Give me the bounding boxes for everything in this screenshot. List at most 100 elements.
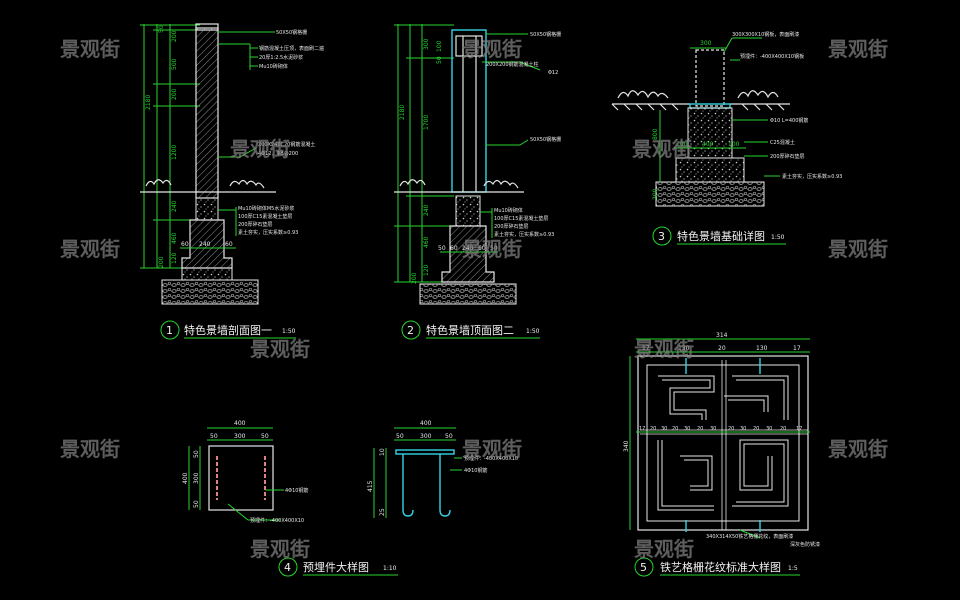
detail-2-wall-elevation: 2180 300 100 50 1700 240 460 120 200 50 …	[394, 24, 561, 340]
watermark: 景观街	[828, 437, 888, 461]
watermark: 景观街	[60, 437, 120, 461]
note-mortar: 20厚1:2.5水泥砂浆	[259, 54, 303, 61]
detail-5-scale: 1:5	[788, 565, 798, 572]
note-brick: Mu10砖砌体	[259, 63, 288, 70]
detail-3-scale: 1:50	[771, 234, 785, 241]
note3-embed: 预埋件：-400X400X10钢板	[740, 53, 804, 60]
note-brick-mortar: Mu10砖砌体M5水泥砂浆	[238, 205, 294, 212]
note2-concrete: 100厚C15素混凝土垫层	[494, 215, 548, 222]
dim-200: 200	[171, 88, 178, 100]
dim4-sec-415: 415	[367, 480, 374, 492]
dim-60-right: 60	[225, 241, 233, 248]
note-coping: 钢筋混凝土压顶，表面刷二遍	[259, 45, 324, 52]
watermark: 景观街	[828, 37, 888, 61]
detail-1-scale: 1:50	[282, 328, 296, 335]
dim5-mid-5: 20	[697, 426, 703, 432]
dim2-b60-left: 60	[450, 245, 458, 252]
watermark: 景观街	[60, 37, 120, 61]
detail-5-iron-grille-pattern: 314 17 130 20 130 17 340 17	[623, 332, 820, 577]
dim4-plan-side-50-t: 50	[193, 450, 200, 458]
dim2-50: 50	[436, 56, 443, 64]
note-soil: 素土夯实，压实系数≥0.93	[238, 229, 298, 236]
dim-1200: 1200	[171, 145, 178, 160]
dim5-mid-0: 17	[639, 426, 645, 432]
dim-240: 240	[171, 200, 178, 212]
detail-5-number: 5	[640, 561, 647, 574]
dim4-sec-50-r: 50	[445, 433, 453, 440]
watermarks: 景观街 景观街 景观街 景观街 景观街 景观街 景观街 景观街 景观街 景观街 …	[60, 37, 888, 561]
dim4-plan-side-400: 400	[182, 472, 189, 484]
dim5-mid-1: 20	[650, 426, 656, 432]
dim2-total-height: 2180	[399, 105, 406, 120]
dim-120: 120	[171, 252, 178, 264]
dim2-b240: 240	[462, 245, 474, 252]
watermark: 景观街	[462, 237, 522, 261]
note2-soil: 素土夯实，压实系数≥0.93	[494, 231, 554, 238]
watermark: 景观街	[60, 237, 120, 261]
dim2-120: 120	[423, 264, 430, 276]
detail-3-foundation-detail: 300 800 100 400 100 200 300X300X10钢板，表面刷…	[611, 31, 842, 246]
note4-plan-plate: 预埋件：-400X400X10	[250, 517, 304, 524]
dim4-plan-side-300: 300	[193, 472, 200, 484]
note3-plate: 300X300X10钢板，表面刷漆	[732, 31, 799, 38]
dim5-mid-4: 30	[684, 426, 690, 432]
note-gravel: 200厚碎石垫层	[238, 221, 273, 228]
watermark: 景观街	[462, 37, 522, 61]
note2-grille-2: 50X50钢格栅	[530, 136, 561, 143]
dim-240-bottom: 240	[199, 241, 211, 248]
dim5-top-130-l: 130	[678, 345, 690, 352]
detail-1-title: 特色景墙剖面图一	[184, 323, 272, 337]
note-concrete: 100厚C15素混凝土垫层	[238, 213, 292, 220]
dim5-mid-8: 30	[740, 426, 746, 432]
dim4-plan-50-r: 50	[261, 433, 269, 440]
detail-3-number: 3	[658, 230, 665, 243]
dim4-sec-50-l: 50	[396, 433, 404, 440]
note3-concrete: C25混凝土	[770, 139, 795, 146]
note2-column: 200X200钢筋混凝土柱	[486, 61, 539, 68]
note2-gravel: 200厚碎石垫层	[494, 223, 529, 230]
dim5-mid-10: 30	[766, 426, 772, 432]
dim2-240: 240	[423, 204, 430, 216]
watermark: 景观街	[462, 437, 522, 461]
detail-4-scale: 1:10	[383, 565, 397, 572]
dim3-300: 300	[700, 40, 712, 47]
dim5-mid-3: 20	[672, 426, 678, 432]
note4-plan-rebar: 4Φ10钢筋	[285, 487, 308, 494]
dim5-mid-11: 20	[780, 426, 786, 432]
dim5-mid-12: 17	[796, 426, 802, 432]
dim2-b50-right: 50	[490, 245, 498, 252]
dim5-mid-6: 30	[710, 426, 716, 432]
note-rebar: 4Φ12，Φ8@200	[258, 151, 298, 157]
note5-grille: 340X314X50铁艺格栅花纹，表面刷漆	[706, 533, 793, 540]
dim-200-base: 200	[158, 256, 165, 268]
dim3-100-left: 100	[676, 141, 688, 148]
detail-4-title: 预埋件大样图	[303, 560, 369, 574]
dim4-plan-50-l: 50	[210, 433, 218, 440]
dim5-mid-2: 30	[661, 426, 667, 432]
watermark: 景观街	[250, 337, 310, 361]
note2-grille: 50X50钢格栅	[530, 31, 561, 38]
dim2-b50-left: 50	[438, 245, 446, 252]
detail-2-number: 2	[407, 324, 414, 337]
note2-brick: Mu10砖砌体	[494, 207, 523, 214]
dim3-200: 200	[652, 188, 659, 200]
note3-gravel: 200厚碎石垫层	[770, 153, 805, 160]
dim5-mid-9: 20	[753, 426, 759, 432]
dim3-100-right: 100	[728, 141, 740, 148]
dim-total-height: 2180	[145, 95, 152, 110]
watermark: 景观街	[250, 537, 310, 561]
dim2-100: 100	[436, 40, 443, 52]
dim5-top-17-r: 17	[793, 345, 801, 352]
dim5-height-340: 340	[623, 440, 630, 452]
detail-2-title: 特色景墙顶面图二	[426, 323, 514, 337]
dim5-top-130-r: 130	[756, 345, 768, 352]
watermark: 景观街	[634, 337, 694, 361]
detail-4-number: 4	[284, 561, 291, 574]
dim5-top-17-l: 17	[642, 345, 650, 352]
note5-paint: 深灰色防锈漆	[790, 541, 820, 548]
note4-sec-rebar: 4Φ10钢筋	[464, 467, 487, 474]
dim2-1700: 1700	[423, 115, 430, 130]
dim-60-left: 60	[181, 241, 189, 248]
dim4-plan-400: 400	[234, 420, 246, 427]
